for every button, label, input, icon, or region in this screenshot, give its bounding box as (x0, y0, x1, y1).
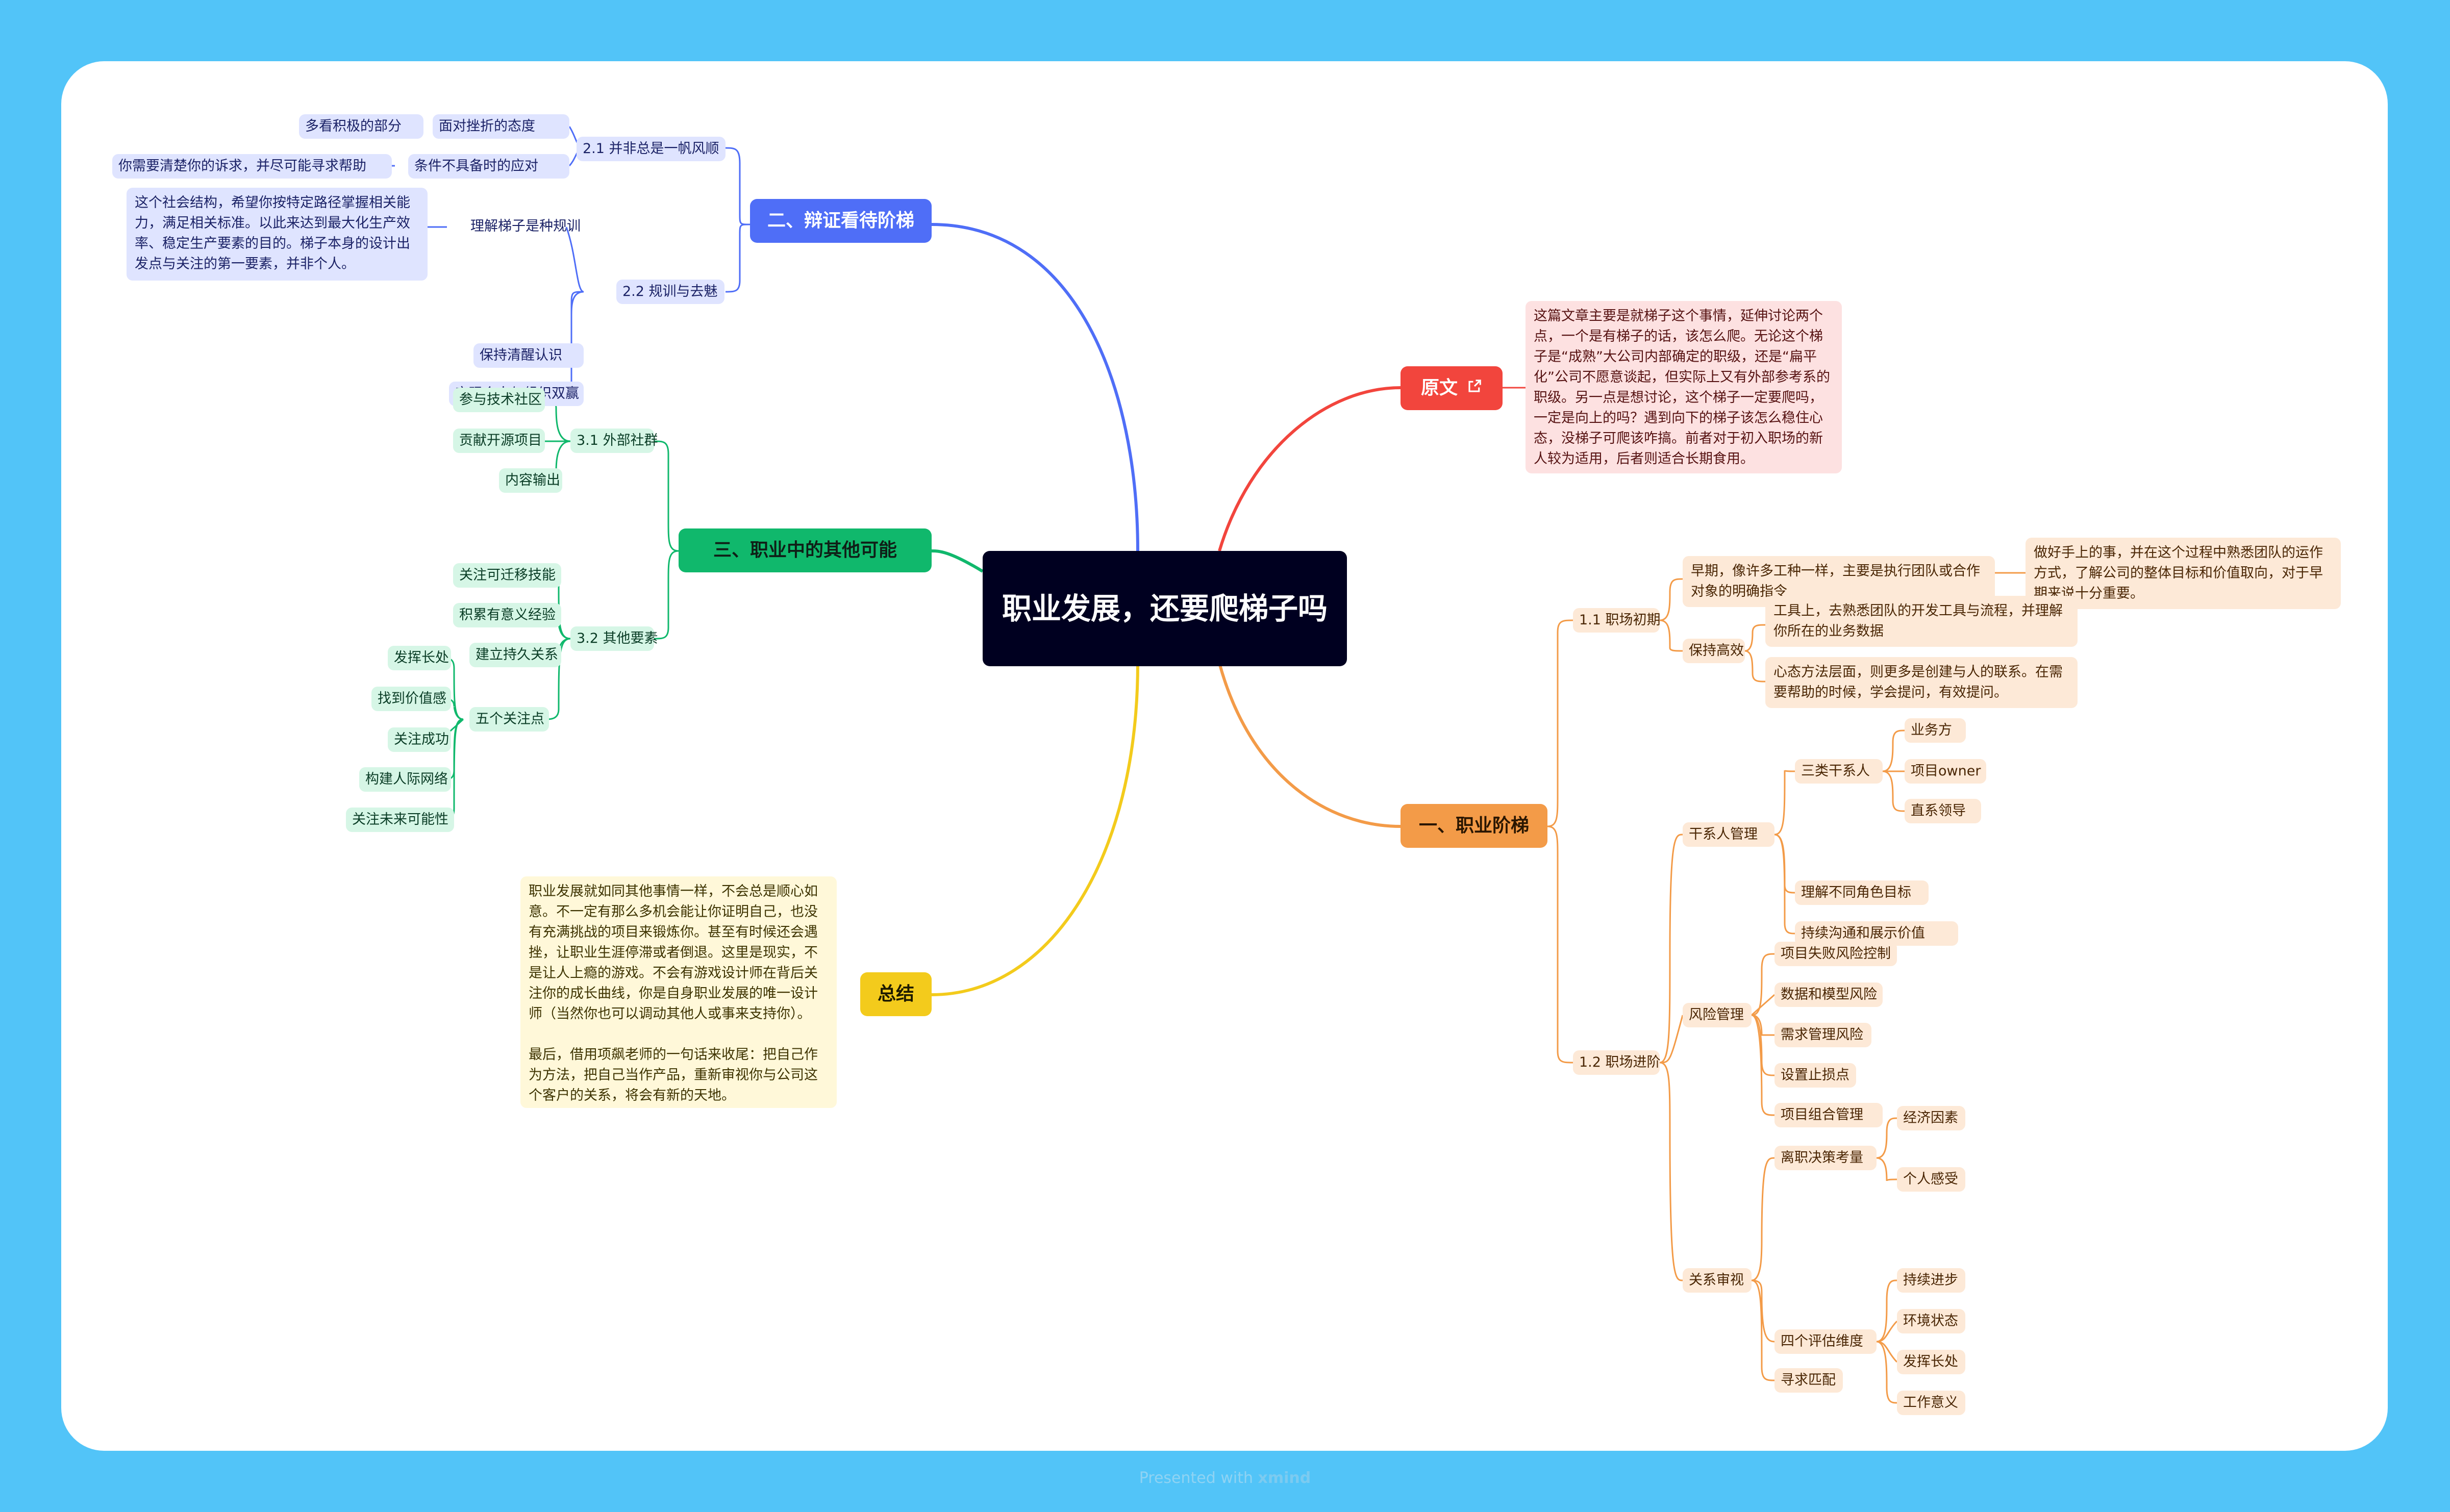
topic-2-1-not-smooth[interactable]: 2.1 并非总是一帆风顺 (577, 137, 726, 161)
footer-credit: Presented with xmind (0, 1469, 2450, 1487)
topic-direct-leader[interactable]: 直系领导 (1905, 799, 1981, 823)
topic-conditions-not-ready[interactable]: 条件不具备时的应对 (408, 154, 569, 179)
topic-2-2-discipline[interactable]: 2.2 规训与去魅 (616, 280, 724, 304)
link-center-blue (931, 223, 1139, 551)
topic-look-at-positive[interactable]: 多看积极的部分 (299, 114, 423, 139)
topic-stay-efficient[interactable]: 保持高效 (1683, 639, 1745, 663)
topic-four-dimensions[interactable]: 四个评估维度 (1774, 1329, 1877, 1354)
footer-prefix: Presented with (1139, 1469, 1253, 1487)
topic-original-article[interactable]: 原文 (1401, 366, 1503, 410)
topic-build-network[interactable]: 构建人际网络 (359, 767, 451, 792)
topic-lasting-relationships[interactable]: 建立持久关系 (469, 643, 561, 667)
topic-work-meaning[interactable]: 工作意义 (1897, 1391, 1965, 1415)
topic-efficiency-tools[interactable]: 工具上，去熟悉团队的开发工具与流程，并理解你所在的业务数据 (1765, 596, 2078, 647)
topic-environment-state[interactable]: 环境状态 (1897, 1309, 1965, 1333)
topic-economic-factors[interactable]: 经济因素 (1897, 1106, 1965, 1130)
topic-leave-decision[interactable]: 离职决策考量 (1774, 1146, 1877, 1170)
topic-efficiency-mindset[interactable]: 心态方法层面，则更多是创建与人的联系。在需要帮助的时候，学会提问，有效提问。 (1765, 657, 2078, 708)
topic-requirement-risk[interactable]: 需求管理风险 (1774, 1023, 1871, 1047)
mindmap-canvas: 职业发展，还要爬梯子吗 二、辩证看待阶梯 2.1 并非总是一帆风顺 面对挫折的态… (61, 61, 2388, 1451)
topic-find-value[interactable]: 找到价值感 (371, 687, 451, 711)
topic-use-strengths[interactable]: 发挥长处 (1897, 1350, 1965, 1374)
topic-other-possibilities[interactable]: 三、职业中的其他可能 (679, 528, 932, 572)
topic-summary[interactable]: 总结 (860, 972, 932, 1016)
topic-attitude-to-setback[interactable]: 面对挫折的态度 (433, 114, 569, 139)
topic-tech-community[interactable]: 参与技术社区 (453, 388, 545, 412)
topic-stay-clear-minded[interactable]: 保持清醒认识 (473, 343, 584, 368)
topic-transferable-skills[interactable]: 关注可迁移技能 (453, 563, 561, 588)
topic-stop-loss[interactable]: 设置止损点 (1774, 1063, 1856, 1088)
link-center-orange (1218, 663, 1401, 828)
link-center-red (1218, 386, 1401, 551)
topic-focus-success[interactable]: 关注成功 (388, 727, 451, 752)
topic-continuous-progress[interactable]: 持续进步 (1897, 1268, 1965, 1293)
summary-paragraph-2: 最后，借用项飙老师的一句话来收尾：把自己作为方法，把自己当作产品，重新审视你与公… (529, 1047, 818, 1103)
topic-risk-management[interactable]: 风险管理 (1683, 1003, 1752, 1027)
summary-paragraph-1: 职业发展就如同其他事情一样，不会总是顺心如意。不一定有那么多机会能让你证明自己，… (529, 884, 818, 1022)
topic-meaningful-experience[interactable]: 积累有意义经验 (453, 603, 561, 627)
topic-content-output[interactable]: 内容输出 (499, 468, 562, 493)
topic-personal-feeling[interactable]: 个人感受 (1897, 1167, 1965, 1192)
note-summary[interactable]: 职业发展就如同其他事情一样，不会总是顺心如意。不一定有那么多机会能让你证明自己，… (520, 876, 837, 1108)
topic-ladder-is-discipline[interactable]: 理解梯子是种规训 (470, 218, 581, 234)
topic-project-owner[interactable]: 项目owner (1905, 759, 1986, 784)
topic-three-stakeholders[interactable]: 三类干系人 (1795, 759, 1883, 784)
topic-future-possibility[interactable]: 关注未来可能性 (346, 808, 454, 832)
topic-seek-match[interactable]: 寻求匹配 (1774, 1368, 1843, 1393)
topic-project-failure-risk[interactable]: 项目失败风险控制 (1774, 942, 1897, 966)
topic-3-1-community[interactable]: 3.1 外部社群 (570, 429, 658, 453)
link-center-yellow (931, 663, 1139, 996)
topic-1-1-early-career[interactable]: 1.1 职场初期 (1573, 608, 1661, 633)
topic-stakeholder-management[interactable]: 干系人管理 (1683, 822, 1774, 847)
topic-portfolio-management[interactable]: 项目组合管理 (1774, 1103, 1883, 1127)
original-label: 原文 (1420, 377, 1458, 398)
topic-data-model-risk[interactable]: 数据和模型风险 (1774, 982, 1883, 1007)
xmind-logo[interactable]: xmind (1258, 1469, 1311, 1487)
topic-play-strengths[interactable]: 发挥长处 (388, 646, 451, 670)
central-topic[interactable]: 职业发展，还要爬梯子吗 (983, 551, 1347, 666)
topic-1-2-career-advance[interactable]: 1.2 职场进阶 (1573, 1050, 1661, 1075)
topic-3-2-other-factors[interactable]: 3.2 其他要素 (570, 626, 658, 651)
topic-understand-role-goals[interactable]: 理解不同角色目标 (1795, 880, 1929, 905)
topic-five-focuses[interactable]: 五个关注点 (469, 707, 549, 732)
topic-open-source[interactable]: 贡献开源项目 (453, 429, 545, 453)
topic-career-ladder[interactable]: 一、职业阶梯 (1401, 804, 1547, 848)
topic-seek-help[interactable]: 你需要清楚你的诉求，并尽可能寻求帮助 (112, 154, 392, 179)
external-link-icon[interactable] (1467, 378, 1482, 398)
link-center-green (931, 549, 984, 573)
topic-business-side[interactable]: 业务方 (1905, 718, 1966, 743)
topic-relationship-review[interactable]: 关系审视 (1683, 1268, 1752, 1293)
note-early-importance[interactable]: 做好手上的事，并在这个过程中熟悉团队的运作方式，了解公司的整体目标和价值取向，对… (2026, 538, 2341, 609)
topic-dialectical-ladder[interactable]: 二、辩证看待阶梯 (750, 199, 932, 243)
note-social-structure[interactable]: 这个社会结构，希望你按特定路径掌握相关能力，满足相关标准。以此来达到最大化生产效… (127, 188, 428, 281)
note-original[interactable]: 这篇文章主要是就梯子这个事情，延伸讨论两个点，一个是有梯子的话，该怎么爬。无论这… (1526, 301, 1842, 473)
